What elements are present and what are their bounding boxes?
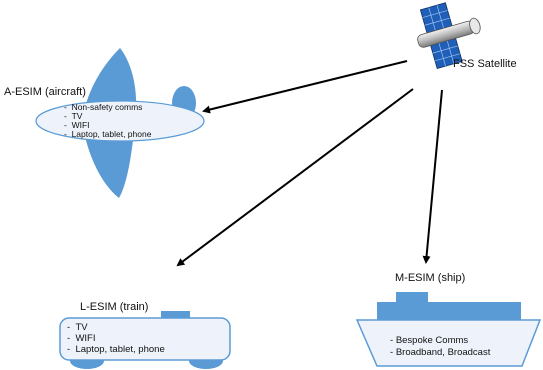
list-item: - Laptop, tablet, phone — [67, 344, 165, 355]
aircraft-service-list: - Non-safety comms - TV - WIFI - Laptop,… — [64, 103, 151, 139]
train-icon — [59, 311, 231, 369]
arrow-satellite-to-ship — [422, 89, 443, 264]
satellite-icon — [417, 2, 481, 70]
train-label: L-ESIM (train) — [80, 301, 149, 313]
aircraft-icon — [35, 48, 205, 198]
ship-funnel — [396, 292, 428, 304]
aircraft-lower-wing — [84, 132, 134, 198]
aircraft-upper-wing — [84, 48, 137, 112]
list-item: - Bespoke Comms — [390, 335, 469, 346]
aircraft-label: A-ESIM (aircraft) — [4, 86, 86, 98]
ship-label: M-ESIM (ship) — [395, 272, 466, 284]
ship-icon — [355, 292, 542, 367]
list-item: - TV — [64, 111, 83, 121]
ship-deck — [377, 302, 521, 320]
list-item: - Broadband, Broadcast — [390, 347, 491, 358]
train-service-list: - TV - WIFI - Laptop, tablet, phone — [67, 322, 165, 355]
arrow-satellite-to-train — [176, 88, 414, 267]
ship-service-list: - Bespoke Comms - Broadband, Broadcast — [390, 335, 490, 359]
satellite-dish — [469, 17, 481, 35]
list-item: - Laptop, tablet, phone — [64, 129, 152, 139]
ship-hull — [355, 319, 542, 367]
train-body — [59, 317, 231, 361]
satellite-label: FSS Satellite — [453, 58, 517, 70]
arrow-satellite-to-aircraft — [202, 60, 408, 114]
list-item: - Non-safety comms — [64, 102, 143, 112]
list-item: - WIFI — [64, 120, 90, 130]
train-pantograph — [161, 311, 190, 319]
list-item: - TV — [67, 322, 88, 333]
aircraft-fuselage — [35, 100, 205, 142]
list-item: - WIFI — [67, 333, 96, 344]
